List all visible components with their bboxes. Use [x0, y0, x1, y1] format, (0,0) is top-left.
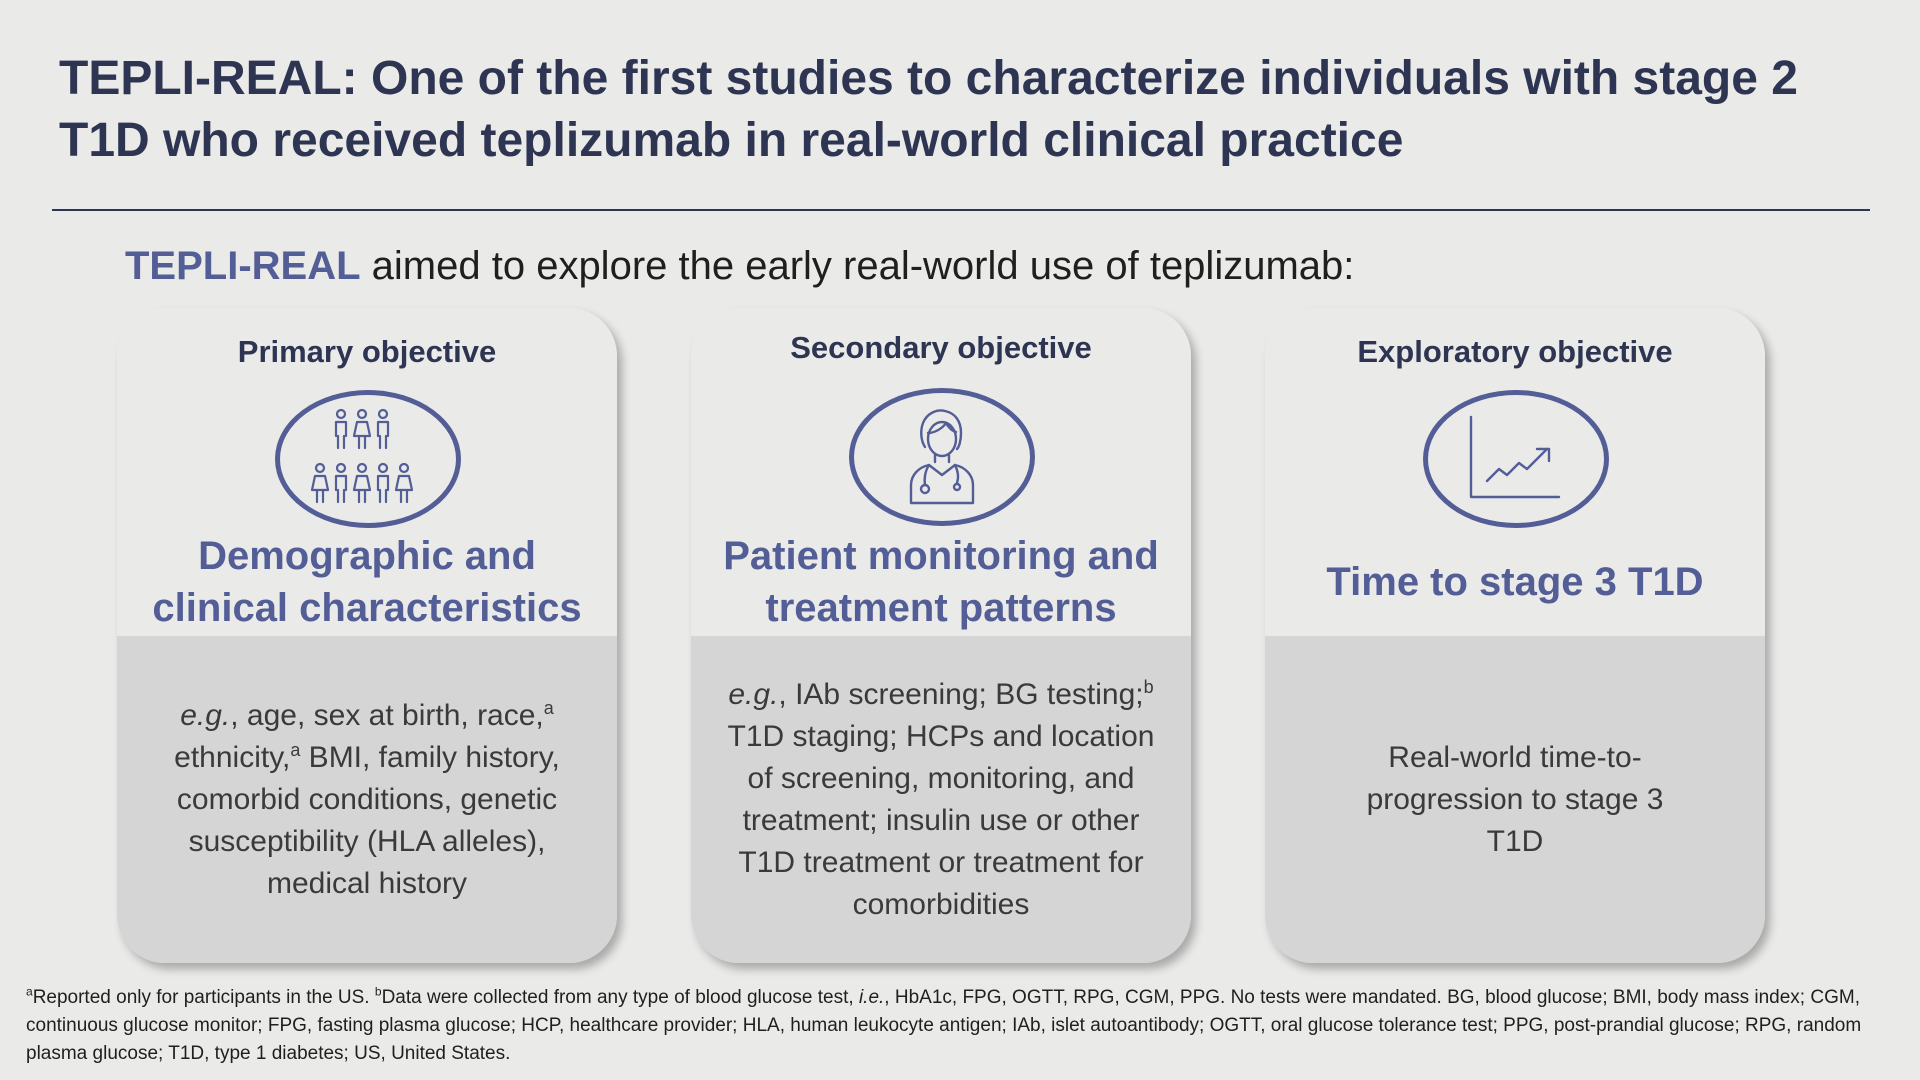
- card-exploratory-objective: Exploratory objective Time to stage 3 T1…: [1265, 308, 1765, 963]
- footnote-sup-b: b: [374, 984, 382, 999]
- desc-part1: , IAb screening; BG testing;: [778, 677, 1144, 711]
- card-heading: Exploratory objective: [1357, 334, 1673, 369]
- card-main-text: Time to stage 3 T1D: [1265, 556, 1765, 608]
- desc-part1: , age, sex at birth, race,: [230, 698, 544, 732]
- slide-title-line2: T1D who received teplizumab in real-worl…: [59, 114, 1404, 167]
- footnote-b-text1: Data were collected from any type of blo…: [381, 987, 859, 1008]
- footnote-b-text2: , HbA1c, FPG, OGTT, RPG, CGM, PPG. No te…: [26, 987, 1862, 1064]
- card-main-text: Demographic and clinical characteristics: [117, 530, 617, 634]
- footnote-marker-b: b: [1143, 676, 1154, 697]
- card-heading: Primary objective: [237, 334, 497, 369]
- eg-text: e.g.: [180, 698, 231, 732]
- card-primary-objective: Primary objective: [117, 308, 617, 963]
- card-main-line2: clinical characteristics: [152, 586, 582, 630]
- card-main-line1: Patient monitoring and: [723, 534, 1159, 578]
- title-divider: [52, 209, 1870, 211]
- desc-part2: ethnicity,: [174, 740, 291, 774]
- footnote-ie: i.e.: [858, 987, 885, 1008]
- card-bottom: Real-world time-to-progression to stage …: [1265, 636, 1765, 963]
- card-description: e.g., IAb screening; BG testing;b T1D st…: [691, 674, 1191, 926]
- footnote-sup-a: a: [26, 984, 33, 999]
- card-heading: Secondary objective: [790, 330, 1092, 365]
- people-group-icon: [310, 408, 414, 504]
- icon-oval: [275, 390, 461, 528]
- intro-brand: TEPLI-REAL: [125, 244, 361, 288]
- desc-part2: T1D staging; HCPs and location of screen…: [727, 719, 1155, 921]
- card-description: e.g., age, sex at birth, race,a ethnicit…: [117, 695, 617, 905]
- icon-oval: [1423, 390, 1609, 528]
- intro-sentence: TEPLI-REAL aimed to explore the early re…: [125, 244, 1354, 289]
- card-main-text: Patient monitoring and treatment pattern…: [691, 530, 1191, 634]
- slide-title-line1: TEPLI-REAL: One of the first studies to …: [59, 52, 1798, 105]
- doctor-icon: [909, 409, 975, 505]
- card-top: Primary objective: [117, 308, 617, 636]
- footnote-marker-a: a: [290, 739, 301, 760]
- footnote: aReported only for participants in the U…: [26, 984, 1906, 1068]
- card-description: Real-world time-to-progression to stage …: [1366, 740, 1664, 858]
- icon-oval: [849, 388, 1035, 526]
- card-top: Secondary objective Patient monitoring a…: [691, 308, 1191, 636]
- footnote-marker-a: a: [543, 697, 554, 718]
- card-main-line1: Demographic and: [198, 534, 536, 578]
- card-bottom: e.g., IAb screening; BG testing;b T1D st…: [691, 636, 1191, 963]
- eg-text: e.g.: [728, 677, 779, 711]
- footnote-a-text: Reported only for participants in the US…: [32, 987, 375, 1008]
- card-secondary-objective: Secondary objective Patient monitoring a…: [691, 308, 1191, 963]
- card-main-line2: treatment patterns: [765, 586, 1117, 630]
- trend-chart-icon: [1469, 415, 1561, 499]
- card-bottom: e.g., age, sex at birth, race,a ethnicit…: [117, 636, 617, 963]
- card-top: Exploratory objective Time to stage 3 T1…: [1265, 308, 1765, 636]
- desc-part3: BMI, family history, comorbid conditions…: [176, 740, 560, 900]
- card-main-line1: Time to stage 3 T1D: [1326, 560, 1704, 604]
- intro-text: aimed to explore the early real-world us…: [360, 244, 1355, 288]
- slide-title: TEPLI-REAL: One of the first studies to …: [59, 48, 1859, 172]
